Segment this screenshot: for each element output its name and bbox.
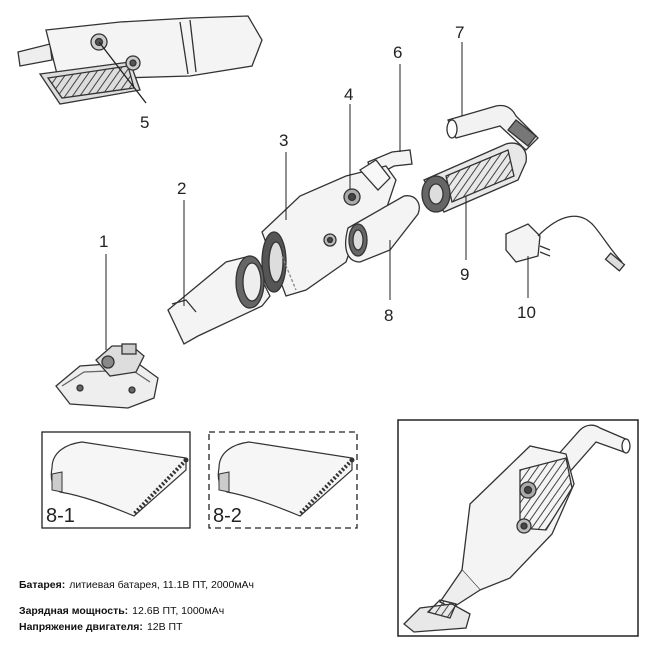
box-label-8-1: 8-1 — [46, 505, 75, 527]
callout-5: 5 — [140, 113, 149, 132]
callout-8: 8 — [384, 306, 393, 325]
spec-battery-value: литиевая батарея, 11.1В ПТ, 2000мАч — [69, 579, 255, 591]
spec-motor-label: Напряжение двигателя: — [19, 621, 143, 633]
callout-2: 2 — [177, 179, 186, 198]
detail-box-8-2: 8-2 — [208, 431, 358, 529]
spec-charge-label: Зарядная мощность: — [19, 605, 129, 617]
spec-motor: Напряжение двигателя:12В ПТ — [19, 621, 183, 634]
callout-1: 1 — [99, 232, 108, 251]
spec-motor-value: 12В ПТ — [146, 621, 183, 633]
part-10-charger — [505, 215, 626, 272]
detail-box-8-1: 8-1 — [41, 431, 191, 529]
part-1-brush-head — [55, 343, 159, 409]
part-7-handle — [446, 104, 539, 151]
callout-7: 7 — [455, 23, 464, 42]
callout-10: 10 — [517, 303, 536, 322]
spec-battery-label: Батарея: — [19, 579, 66, 591]
box-label-8-2: 8-2 — [213, 505, 242, 527]
callout-6: 6 — [393, 43, 402, 62]
callout-3: 3 — [279, 131, 288, 150]
spec-charge: Зарядная мощность:12.6В ПТ, 1000мАч — [19, 605, 224, 618]
callout-leaders — [105, 42, 529, 350]
part-8-housing — [345, 195, 420, 263]
spec-charge-value: 12.6В ПТ, 1000мАч — [132, 605, 225, 617]
callout-4: 4 — [344, 85, 353, 104]
assembled-top-view — [17, 15, 263, 105]
spec-battery: Батарея:литиевая батарея, 11.1В ПТ, 2000… — [19, 579, 254, 592]
part-2-sleeve — [167, 255, 271, 345]
callout-9: 9 — [460, 265, 469, 284]
assembled-product-box — [397, 419, 639, 637]
part-9-filter — [421, 142, 527, 213]
